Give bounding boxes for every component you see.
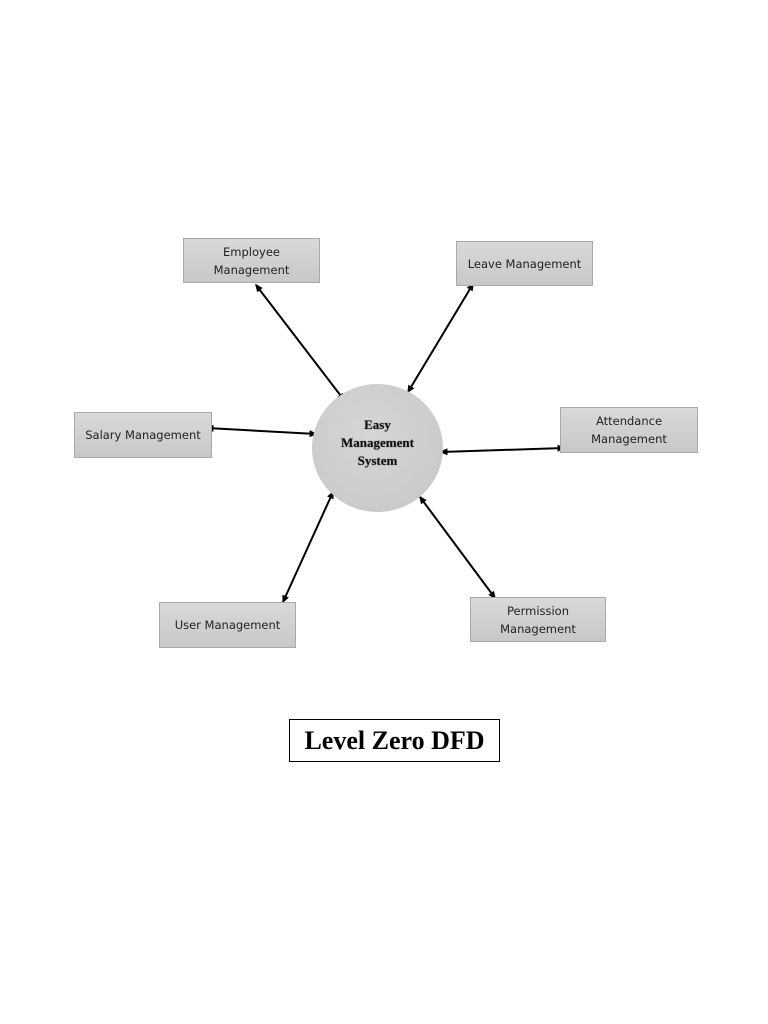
process-easy-management-system: Easy Management System <box>312 384 443 512</box>
diagram-title: Level Zero DFD <box>289 719 500 762</box>
flow-arrow-leave <box>407 282 474 394</box>
entity-salary-management: Salary Management <box>74 412 212 458</box>
entity-leave-management: Leave Management <box>456 241 593 286</box>
flow-arrow-salary <box>205 424 318 438</box>
entity-permission-management: Permission Management <box>470 597 606 642</box>
entity-label: Employee Management <box>213 244 290 277</box>
flow-arrow-employee <box>255 283 345 402</box>
process-label: Easy Management System <box>341 417 414 468</box>
flow-arrow-user <box>282 490 334 604</box>
entity-label: User Management <box>174 618 281 632</box>
entity-label: Salary Management <box>85 428 201 442</box>
entity-employee-management: Employee Management <box>183 238 320 283</box>
flow-arrow-permission <box>419 495 496 600</box>
flow-arrow-attendance <box>439 444 566 456</box>
diagram-title-text: Level Zero DFD <box>304 725 485 755</box>
entity-user-management: User Management <box>159 602 296 648</box>
entity-label: Leave Management <box>467 256 582 271</box>
entity-label: Attendance Management <box>591 414 667 446</box>
entity-label: Permission Management <box>500 603 576 636</box>
entity-attendance-management: Attendance Management <box>560 407 698 453</box>
